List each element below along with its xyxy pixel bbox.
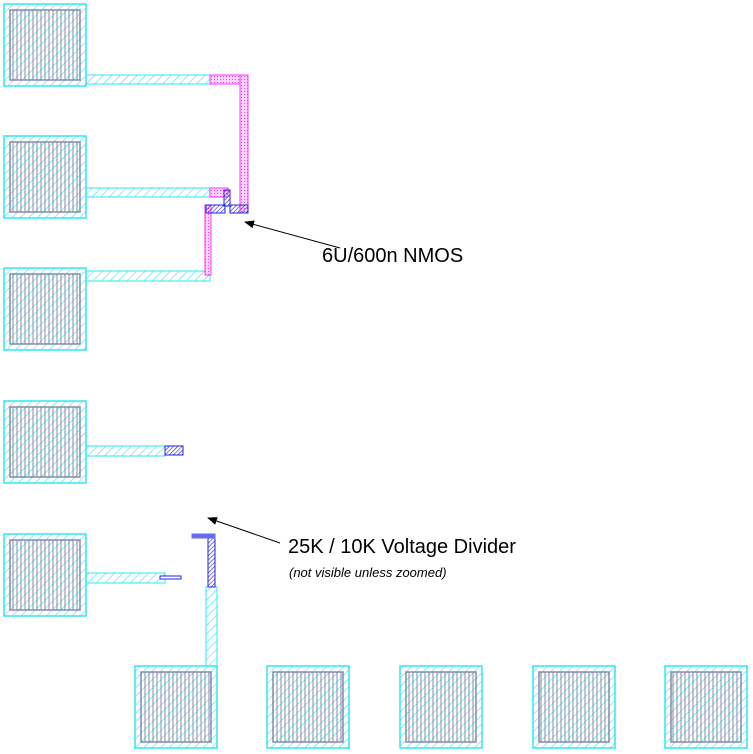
nmos-source xyxy=(205,204,226,214)
trace-pad4 xyxy=(85,445,166,457)
divider-arrow xyxy=(207,517,281,544)
bottom-pad-2 xyxy=(266,665,350,749)
divider-label: 25K / 10K Voltage Divider xyxy=(288,536,516,558)
poly-left-vertical xyxy=(204,204,212,276)
divider-resistor-b xyxy=(159,575,182,580)
trace-pad3 xyxy=(85,270,211,282)
left-pad-5 xyxy=(3,533,87,617)
nmos-arrow xyxy=(244,220,341,249)
left-pad-4 xyxy=(3,400,87,484)
divider-resistor-a xyxy=(164,445,184,456)
bottom-pad-4 xyxy=(532,665,616,749)
trace-bottom-vertical xyxy=(205,586,218,667)
trace-pad1 xyxy=(85,74,211,85)
trace-pad5 xyxy=(85,572,166,584)
trace-pad2 xyxy=(85,187,211,198)
poly-right-vertical xyxy=(239,74,249,214)
nmos-label: 6U/600n NMOS xyxy=(322,245,464,267)
left-pad-3 xyxy=(3,267,87,351)
divider-resistor-vertical xyxy=(207,534,216,588)
nmos-gate xyxy=(223,189,231,207)
metal-traces xyxy=(85,74,218,667)
bottom-pad-3 xyxy=(399,665,483,749)
bottom-pad-1 xyxy=(134,665,218,749)
voltage-divider xyxy=(159,445,216,588)
divider-resistor-top xyxy=(191,533,216,539)
bottom-pad-5 xyxy=(664,665,748,749)
nmos-drain xyxy=(229,204,249,214)
nmos-transistor xyxy=(205,189,249,214)
left-pad-1 xyxy=(3,3,87,87)
left-pad-2 xyxy=(3,135,87,219)
poly-traces xyxy=(204,74,249,276)
divider-note: (not visible unless zoomed) xyxy=(289,565,447,580)
